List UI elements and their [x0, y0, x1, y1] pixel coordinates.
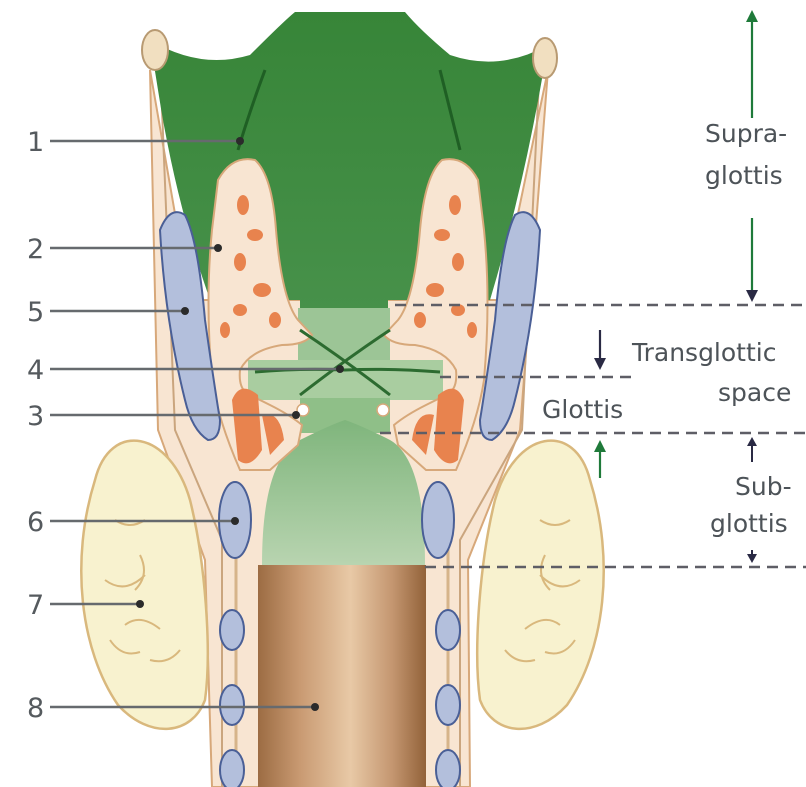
label-1: 1: [27, 127, 44, 158]
label-2: 2: [27, 234, 44, 265]
subglottis-label-line2: glottis: [710, 509, 788, 538]
trachea: [258, 565, 426, 787]
supraglottis-label-line2: glottis: [705, 161, 783, 190]
label-4: 4: [27, 355, 44, 386]
label-6: 6: [27, 507, 44, 538]
supraglottis-region: [142, 12, 557, 310]
supraglottis-label-line1: Supra-: [705, 119, 787, 148]
subglottis-label-line1: Sub-: [735, 472, 792, 501]
transglottic-label-line1: Transglottic: [631, 338, 776, 367]
glottis-opening-right: [377, 404, 389, 416]
transglottic-label-line2: space: [718, 378, 791, 407]
label-5: 5: [27, 297, 44, 328]
label-8: 8: [27, 693, 44, 724]
label-3: 3: [27, 401, 44, 432]
glottis-label: Glottis: [542, 395, 623, 424]
label-7: 7: [27, 590, 44, 621]
structure-labels: 1 2 5 4 3 6 7 8: [27, 127, 44, 724]
